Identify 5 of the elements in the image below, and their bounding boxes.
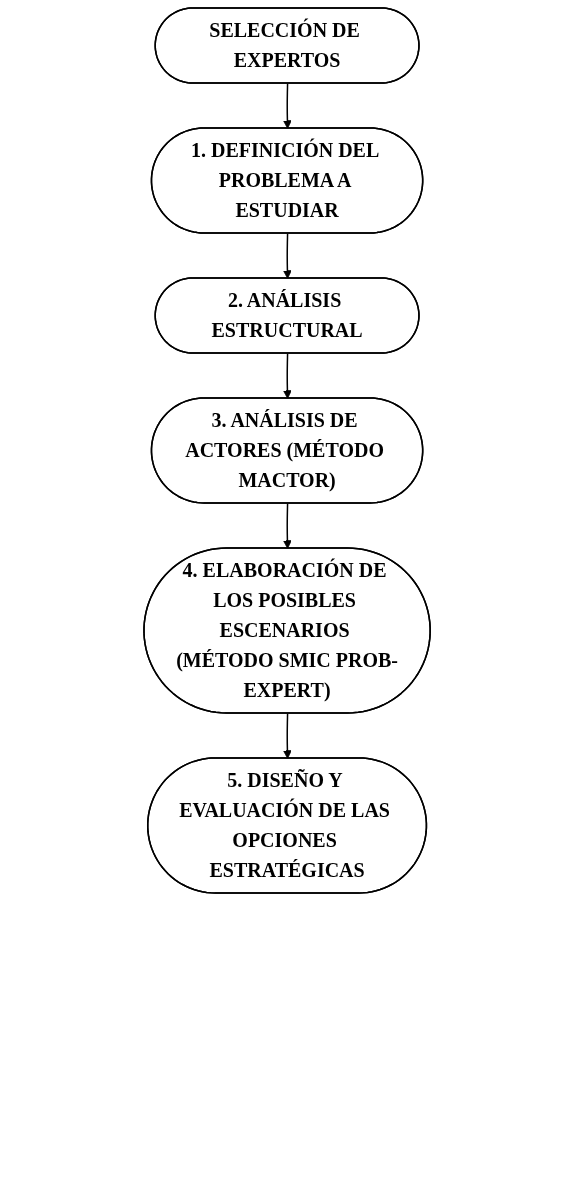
arrow bbox=[282, 712, 292, 759]
arrow bbox=[282, 352, 292, 399]
arrow bbox=[282, 502, 292, 549]
arrow bbox=[282, 82, 292, 129]
arrow bbox=[282, 232, 292, 279]
